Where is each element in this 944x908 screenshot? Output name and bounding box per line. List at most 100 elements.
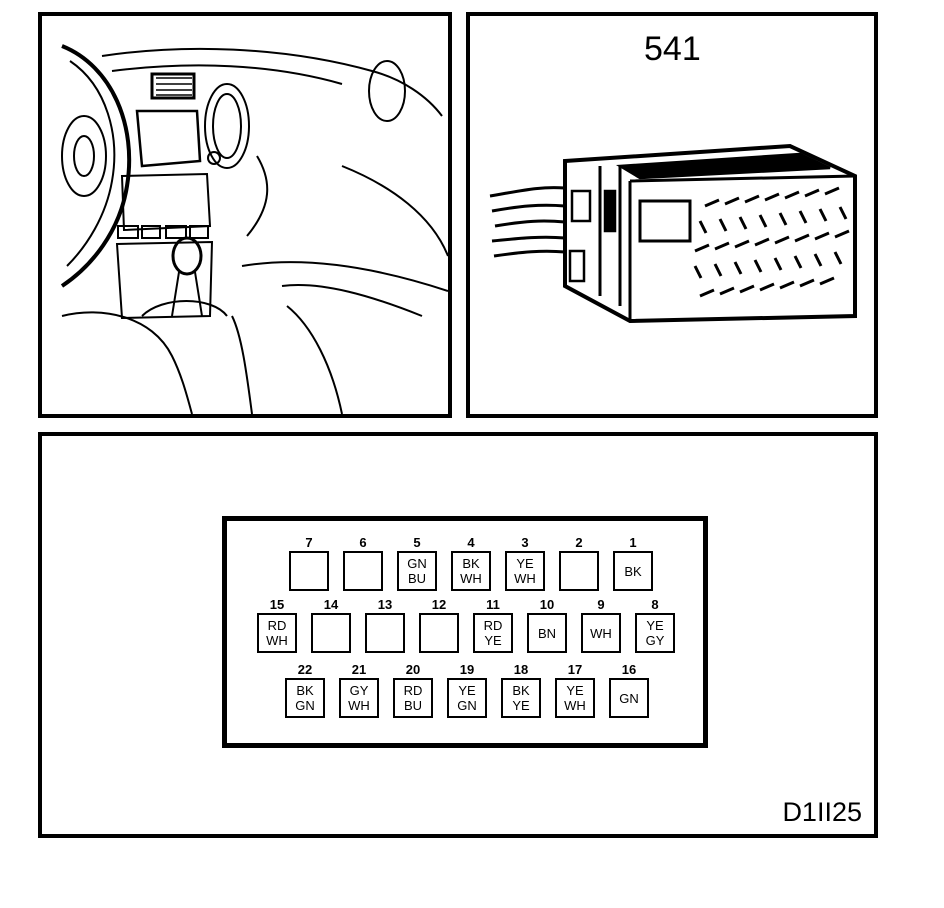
pin-number: 16 (621, 662, 637, 677)
wire-color-code: GY (645, 633, 665, 648)
pin-7: 7 (289, 536, 329, 591)
pin-wire-colors: GN (611, 680, 647, 716)
pin-number: 13 (377, 597, 393, 612)
pin-number: 19 (459, 662, 475, 677)
connector-illustration: 541 (466, 12, 878, 418)
wire-color-code: GN (407, 556, 427, 571)
wire-color-code: GY (349, 683, 369, 698)
figure-code: D1II25 (782, 797, 862, 827)
wire-color-code: RD (483, 618, 503, 633)
pin-number: 20 (405, 662, 421, 677)
pin-wire-colors (291, 553, 327, 589)
wire-color-code: WH (564, 698, 586, 713)
pin-number: 3 (521, 535, 529, 550)
wire-color-code: BK (512, 683, 530, 698)
pin-number: 17 (567, 662, 583, 677)
pin-number: 6 (359, 535, 367, 550)
wire-color-code: YE (566, 683, 584, 698)
pin-number: 11 (486, 597, 500, 612)
pin-wire-colors: WH (583, 615, 619, 651)
wire-color-code: GN (295, 698, 315, 713)
pin-number: 21 (351, 662, 367, 677)
wire-color-code: WH (514, 571, 536, 586)
pin-6: 6 (343, 536, 383, 591)
pin-number: 5 (413, 535, 421, 550)
pin-wire-colors (421, 615, 457, 651)
connector-id-label: 541 (644, 30, 701, 68)
pin-number: 15 (269, 597, 285, 612)
wire-color-code: BK (296, 683, 314, 698)
wire-color-code: RD (267, 618, 287, 633)
dashboard-illustration (38, 12, 452, 418)
connector-drawing (489, 143, 857, 324)
wire-color-code: BN (537, 625, 557, 641)
pin-wire-colors (313, 615, 349, 651)
pin-wire-colors: BK (615, 553, 651, 589)
wire-color-code: YE (458, 683, 476, 698)
wire-color-code: YE (484, 633, 502, 648)
wire-color-code: GN (457, 698, 477, 713)
wire-color-code: BK (624, 563, 642, 579)
wire-color-code: RD (403, 683, 423, 698)
wire-color-code: BU (403, 698, 423, 713)
pin-13: 13 (365, 598, 405, 653)
pin-wire-colors (345, 553, 381, 589)
pin-number: 8 (651, 597, 659, 612)
wire-color-code: YE (512, 698, 530, 713)
pin-number: 2 (575, 535, 583, 550)
pin-number: 14 (323, 597, 339, 612)
wire-color-code: YE (516, 556, 534, 571)
pin-number: 10 (539, 597, 555, 612)
wire-color-code: WH (590, 625, 612, 641)
pin-2: 2 (559, 536, 599, 591)
pin-number: 12 (431, 597, 447, 612)
wire-color-code: YE (646, 618, 664, 633)
pin-number: 7 (305, 535, 313, 550)
dashboard-drawing (60, 44, 448, 414)
pin-wire-colors (561, 553, 597, 589)
pin-number: 1 (629, 535, 637, 550)
pin-number: 18 (513, 662, 529, 677)
wire-color-code: WH (460, 571, 482, 586)
pin-12: 12 (419, 598, 459, 653)
wire-color-code: WH (348, 698, 370, 713)
wire-color-code: BU (407, 571, 427, 586)
pin-wire-colors (367, 615, 403, 651)
pin-wire-colors: BN (529, 615, 565, 651)
pin-number: 22 (297, 662, 313, 677)
wire-color-code: GN (619, 690, 639, 706)
wire-color-code: WH (266, 633, 288, 648)
pin-14: 14 (311, 598, 351, 653)
pin-number: 4 (467, 535, 475, 550)
wire-color-code: BK (462, 556, 480, 571)
